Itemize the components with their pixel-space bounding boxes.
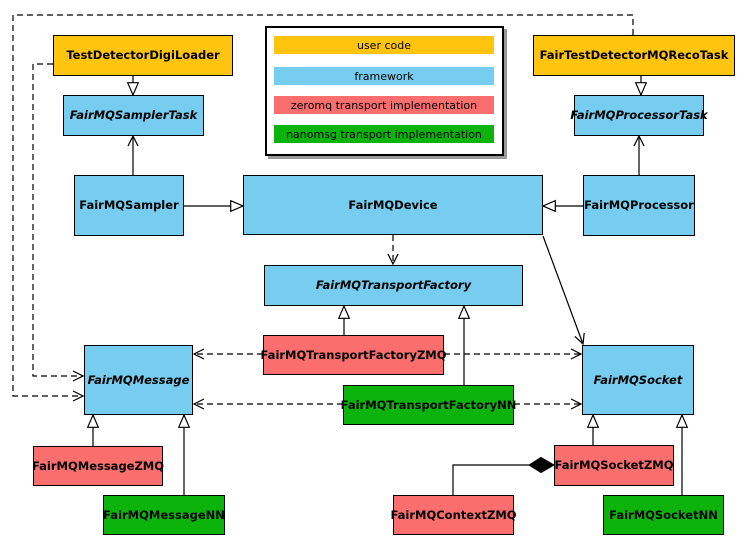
node-label: FairMQMessageNN (103, 507, 225, 522)
node-label: TestDetectorDigiLoader (66, 48, 220, 63)
node-label: FairMQProcessor (584, 198, 694, 213)
node-fairmqdevice: FairMQDevice (243, 175, 543, 235)
node-fairmqsocket: FairMQSocket (582, 345, 694, 415)
edge-device-socket-association (542, 235, 583, 344)
node-fairmqsamplertask: FairMQSamplerTask (63, 95, 204, 136)
node-label: FairMQTransportFactory (315, 278, 472, 293)
edge-recotask-message-dependency (12, 14, 634, 396)
legend-label: zeromq transport implementation (290, 98, 478, 112)
legend-item-user-code: user code (274, 36, 494, 54)
node-fairmqtransportfactorynn: FairMQTransportFactoryNN (340, 385, 517, 425)
node-label: FairMQSocketZMQ (554, 458, 674, 473)
node-fairmqmessagezmq: FairMQMessageZMQ (31, 446, 165, 486)
node-label: FairMQTransportFactoryZMQ (260, 347, 447, 362)
node-fairmqprocessor: FairMQProcessor (583, 175, 695, 236)
node-fairmqsocketzmq: FairMQSocketZMQ (554, 445, 674, 486)
node-label: FairMQMessageZMQ (31, 458, 165, 473)
node-fairmqsampler: FairMQSampler (74, 175, 184, 236)
node-fairmqcontextzmq: FairMQContextZMQ (390, 495, 517, 535)
node-label: FairMQProcessorTask (570, 108, 708, 123)
node-label: FairMQSamplerTask (69, 108, 198, 123)
legend-item-nanomsg: nanomsg transport implementation (274, 125, 494, 143)
node-fairtestdetectormqrecotask: FairTestDetectorMQRecoTask (533, 35, 735, 76)
legend-label: user code (356, 38, 412, 52)
edge-contextzmq-socketzmq-composition (452, 464, 529, 495)
node-fairmqtransportfactoryzmq: FairMQTransportFactoryZMQ (260, 335, 447, 375)
node-label: FairMQMessage (87, 372, 190, 387)
node-label: FairMQTransportFactoryNN (340, 397, 517, 412)
node-testdetectordigiloader: TestDetectorDigiLoader (53, 35, 233, 76)
legend-box: user code framework zeromq transport imp… (265, 26, 504, 156)
node-label: FairMQSocket (593, 372, 683, 387)
node-label: FairMQDevice (348, 197, 438, 212)
node-label: FairMQSampler (79, 198, 179, 213)
node-label: FairTestDetectorMQRecoTask (539, 48, 729, 63)
legend-item-framework: framework (274, 67, 494, 85)
node-label: FairMQSocketNN (609, 507, 718, 522)
node-fairmqprocessortask: FairMQProcessorTask (570, 95, 708, 136)
node-label: FairMQContextZMQ (390, 507, 517, 522)
legend-item-zeromq: zeromq transport implementation (274, 96, 494, 114)
node-fairmqtransportfactory: FairMQTransportFactory (264, 265, 523, 306)
legend-label: nanomsg transport implementation (286, 127, 482, 141)
edge-digiloader-message-dependency (32, 63, 83, 376)
node-fairmqmessage: FairMQMessage (84, 345, 193, 415)
legend-label: framework (354, 69, 414, 83)
node-fairmqmessagenn: FairMQMessageNN (103, 495, 225, 535)
node-fairmqsocketnn: FairMQSocketNN (603, 495, 724, 535)
composition-diamond (528, 456, 556, 474)
